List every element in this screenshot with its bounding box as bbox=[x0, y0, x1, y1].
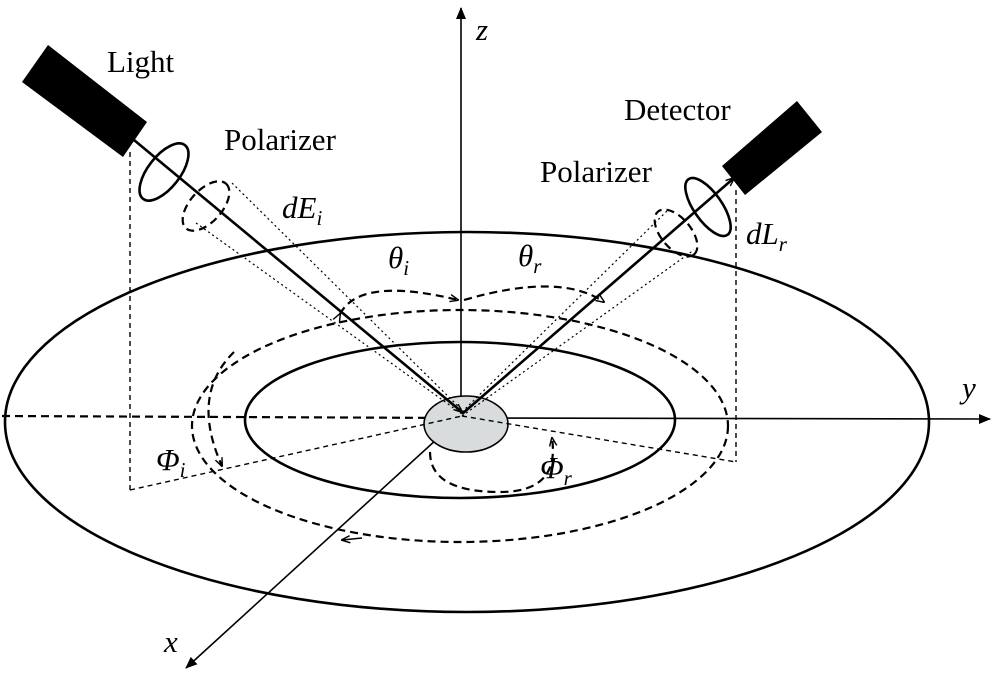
incident-azimuth-label: Φi bbox=[156, 442, 186, 482]
theta-r-arc bbox=[463, 285, 604, 302]
y-axis-line bbox=[459, 413, 991, 424]
phi-i-arc bbox=[207, 351, 235, 466]
reflected-radiance-label: dLr bbox=[746, 216, 788, 256]
aperture-right-dashed bbox=[653, 208, 699, 258]
incident-cone-edge-lower bbox=[195, 222, 463, 415]
incident-cone-edge-upper bbox=[231, 182, 463, 411]
light-source bbox=[22, 45, 147, 157]
incident-azimuth-projection bbox=[129, 415, 463, 491]
incident-irradiance-label: dEi bbox=[282, 190, 322, 230]
reflected-azimuth-projection bbox=[461, 415, 737, 463]
theta-i-arc bbox=[340, 289, 458, 314]
detector-body bbox=[722, 101, 822, 195]
incident-zenith-label: θi bbox=[388, 240, 409, 280]
sample-spot bbox=[423, 395, 509, 453]
reflected-beam bbox=[461, 178, 734, 415]
incident-beam bbox=[133, 138, 462, 412]
light-label: Light bbox=[107, 44, 175, 79]
polarizer-right-label: Polarizer bbox=[540, 154, 653, 189]
x-axis-line bbox=[185, 417, 461, 669]
y-axis-label: y bbox=[959, 370, 976, 405]
polarizer-left-label: Polarizer bbox=[224, 122, 337, 157]
azimuth-ring-arrow bbox=[342, 538, 363, 540]
azimuth-dashed-ring bbox=[190, 308, 730, 544]
reflected-azimuth-label: Φr bbox=[540, 450, 573, 490]
inner-plane-ellipse bbox=[243, 340, 677, 500]
z-axis-label: z bbox=[475, 12, 488, 47]
outer-plane-ellipse bbox=[3, 230, 931, 614]
polarizer-left bbox=[138, 142, 190, 202]
aperture-left-dashed bbox=[181, 180, 231, 232]
detector-label: Detector bbox=[624, 92, 731, 127]
polarizer-right bbox=[684, 176, 732, 238]
x-axis-label: x bbox=[163, 624, 178, 659]
y-axis-negative-dashed bbox=[1, 414, 459, 420]
reflected-zenith-label: θr bbox=[518, 238, 542, 278]
reflected-cone-edge-upper bbox=[461, 209, 669, 413]
